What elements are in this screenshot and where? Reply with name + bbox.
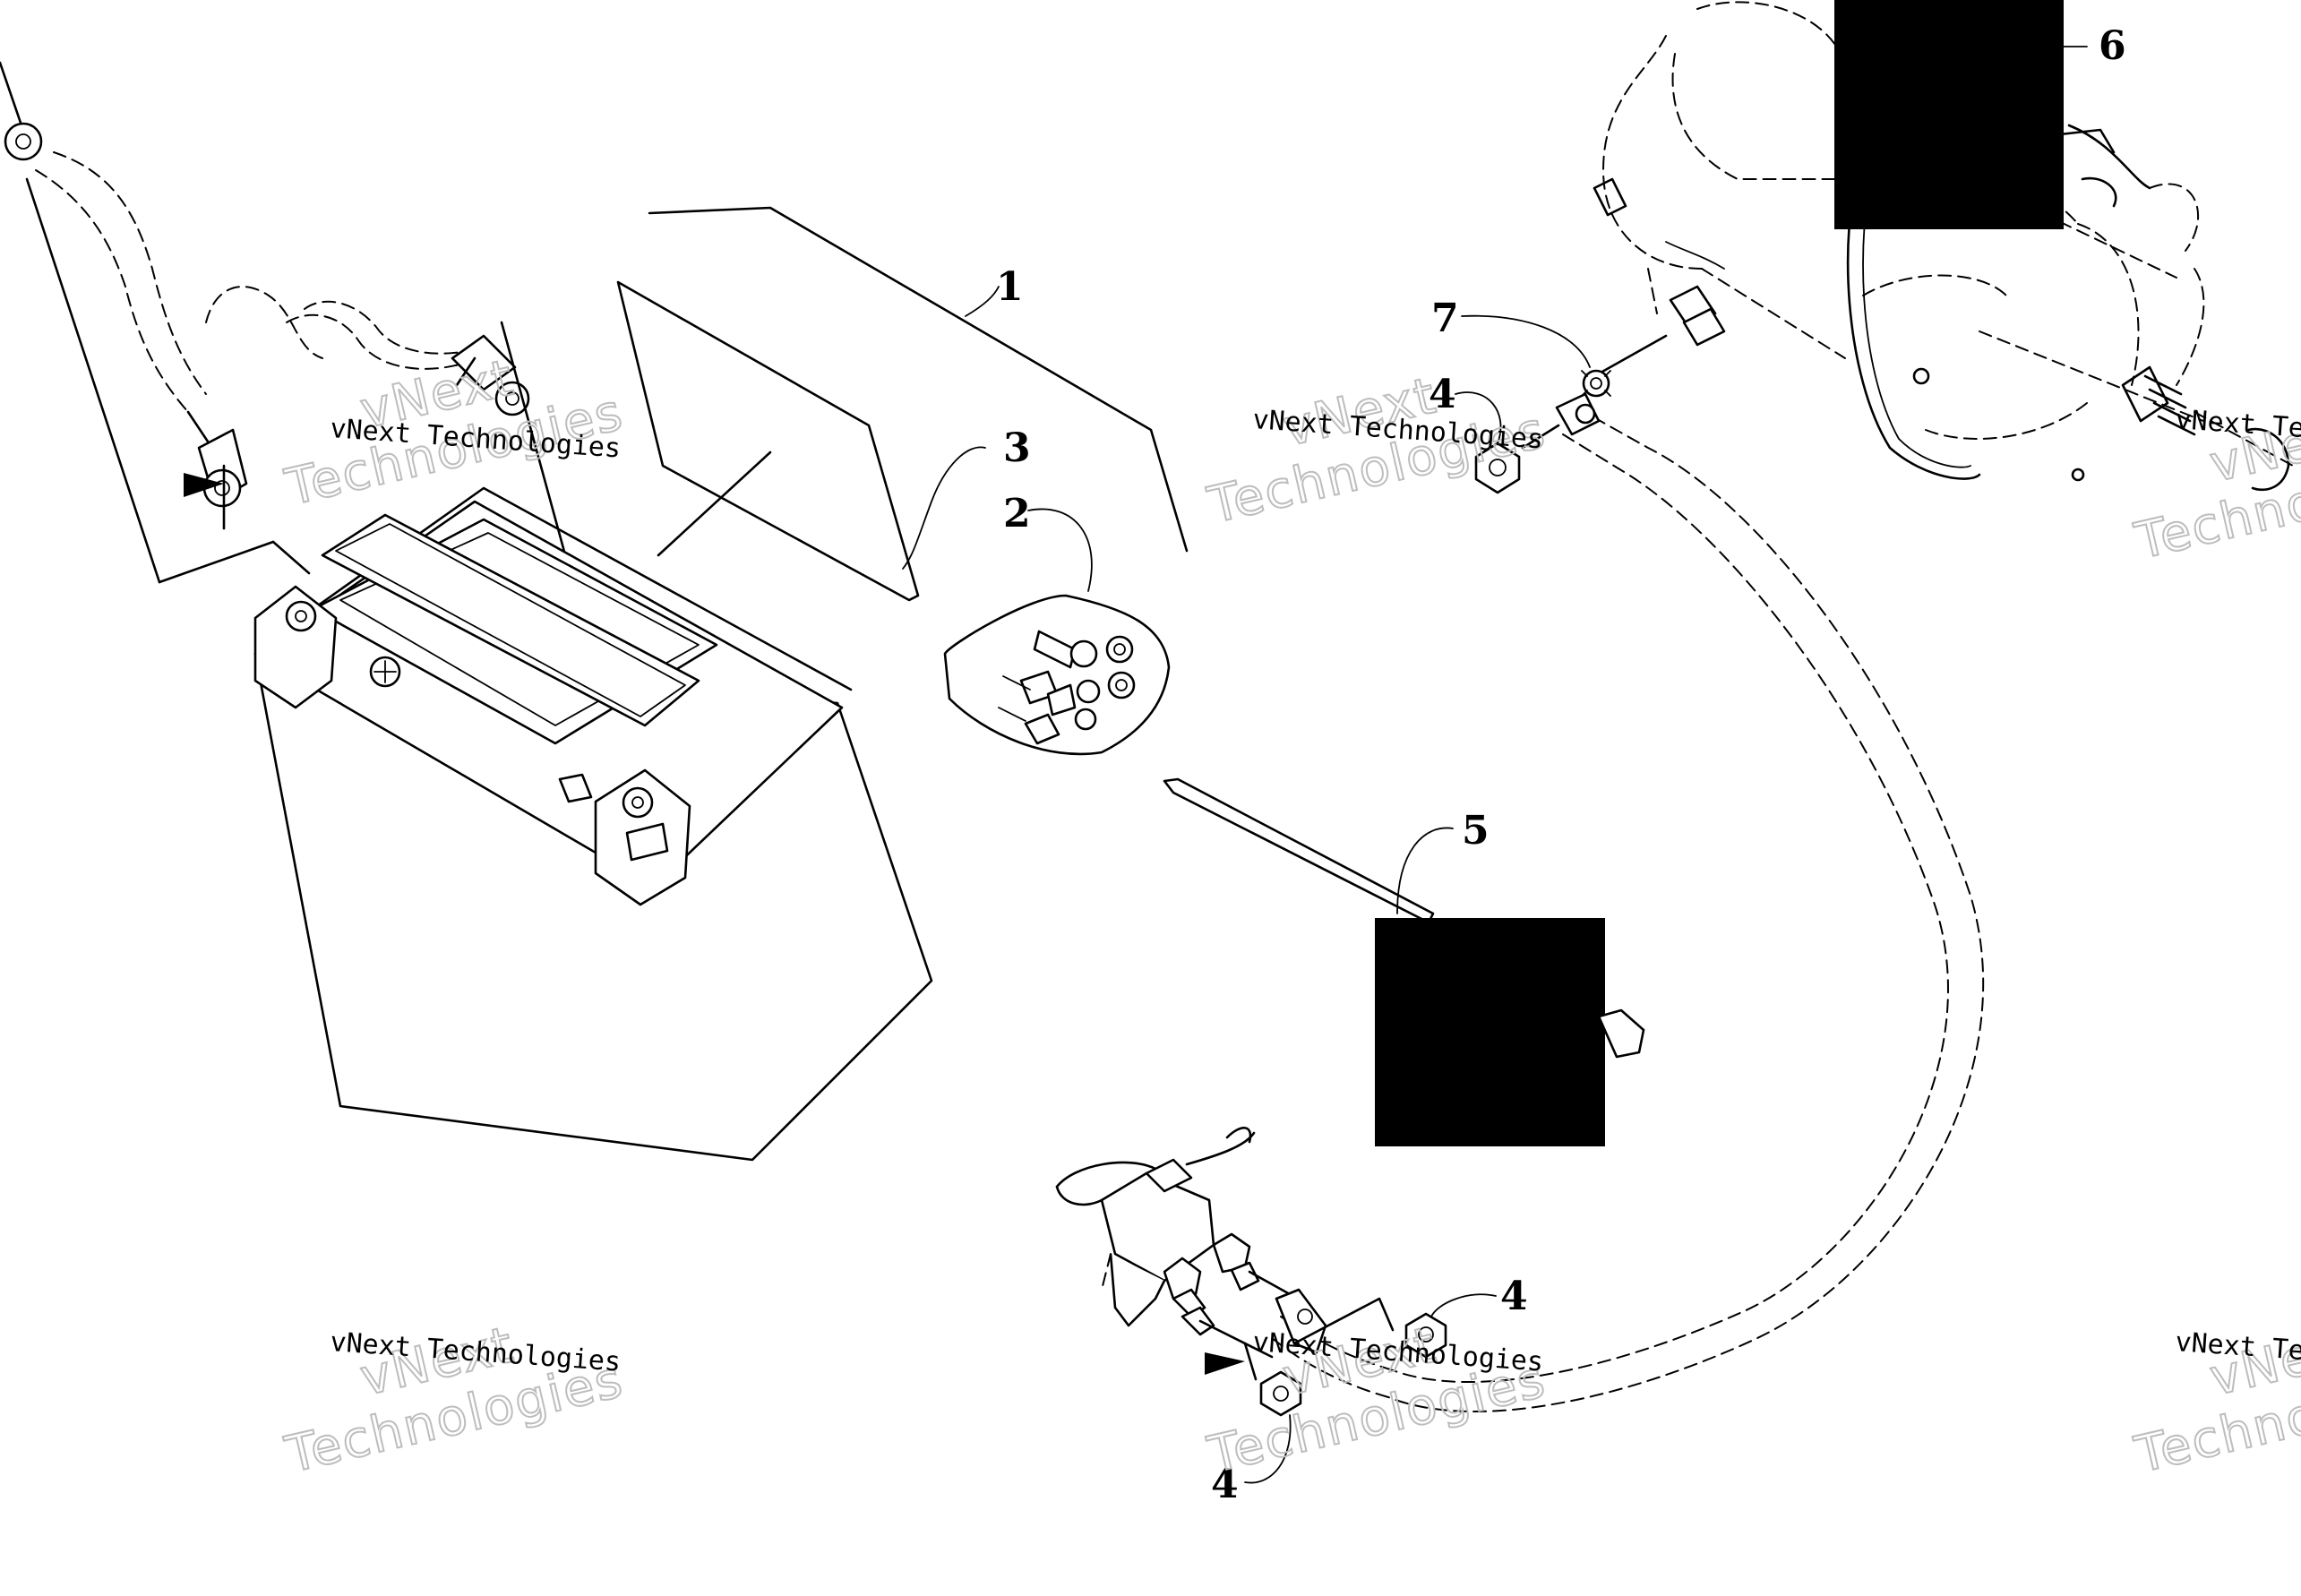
starter-cable [1266,369,1985,1412]
callout-5: 5 [1462,808,1490,854]
battery [253,486,933,1162]
callout-4-top: 4 [1429,372,1456,417]
callout-2: 2 [1003,491,1031,536]
watermark-lower-center: vNext Technologies [1202,1315,1552,1485]
watermark-lower-right: vNext Technologies [2129,1315,2301,1485]
callout-7: 7 [1431,296,1459,341]
leader-lines [902,46,2088,1484]
hardware-kit [943,594,1171,756]
callout-labels: 1 2 3 4 4 4 5 6 7 [996,23,2126,1507]
watermark-lower-left: vNext Technologies [279,1315,630,1485]
callout-6: 6 [2099,23,2126,69]
callout-1: 1 [996,264,1024,310]
starter-solenoid [1055,1127,1447,1417]
callout-4-right: 4 [1500,1274,1528,1319]
callout-3: 3 [1003,425,1031,471]
cable-strap [1163,777,1645,1146]
battery-box-outline [648,206,1189,553]
starter-motor [1593,0,2294,492]
battery-pad [616,280,920,602]
redaction-block-5 [1375,918,1605,1146]
callout-4-bottom: 4 [1211,1462,1239,1507]
redaction-block-6 [1834,0,2064,229]
